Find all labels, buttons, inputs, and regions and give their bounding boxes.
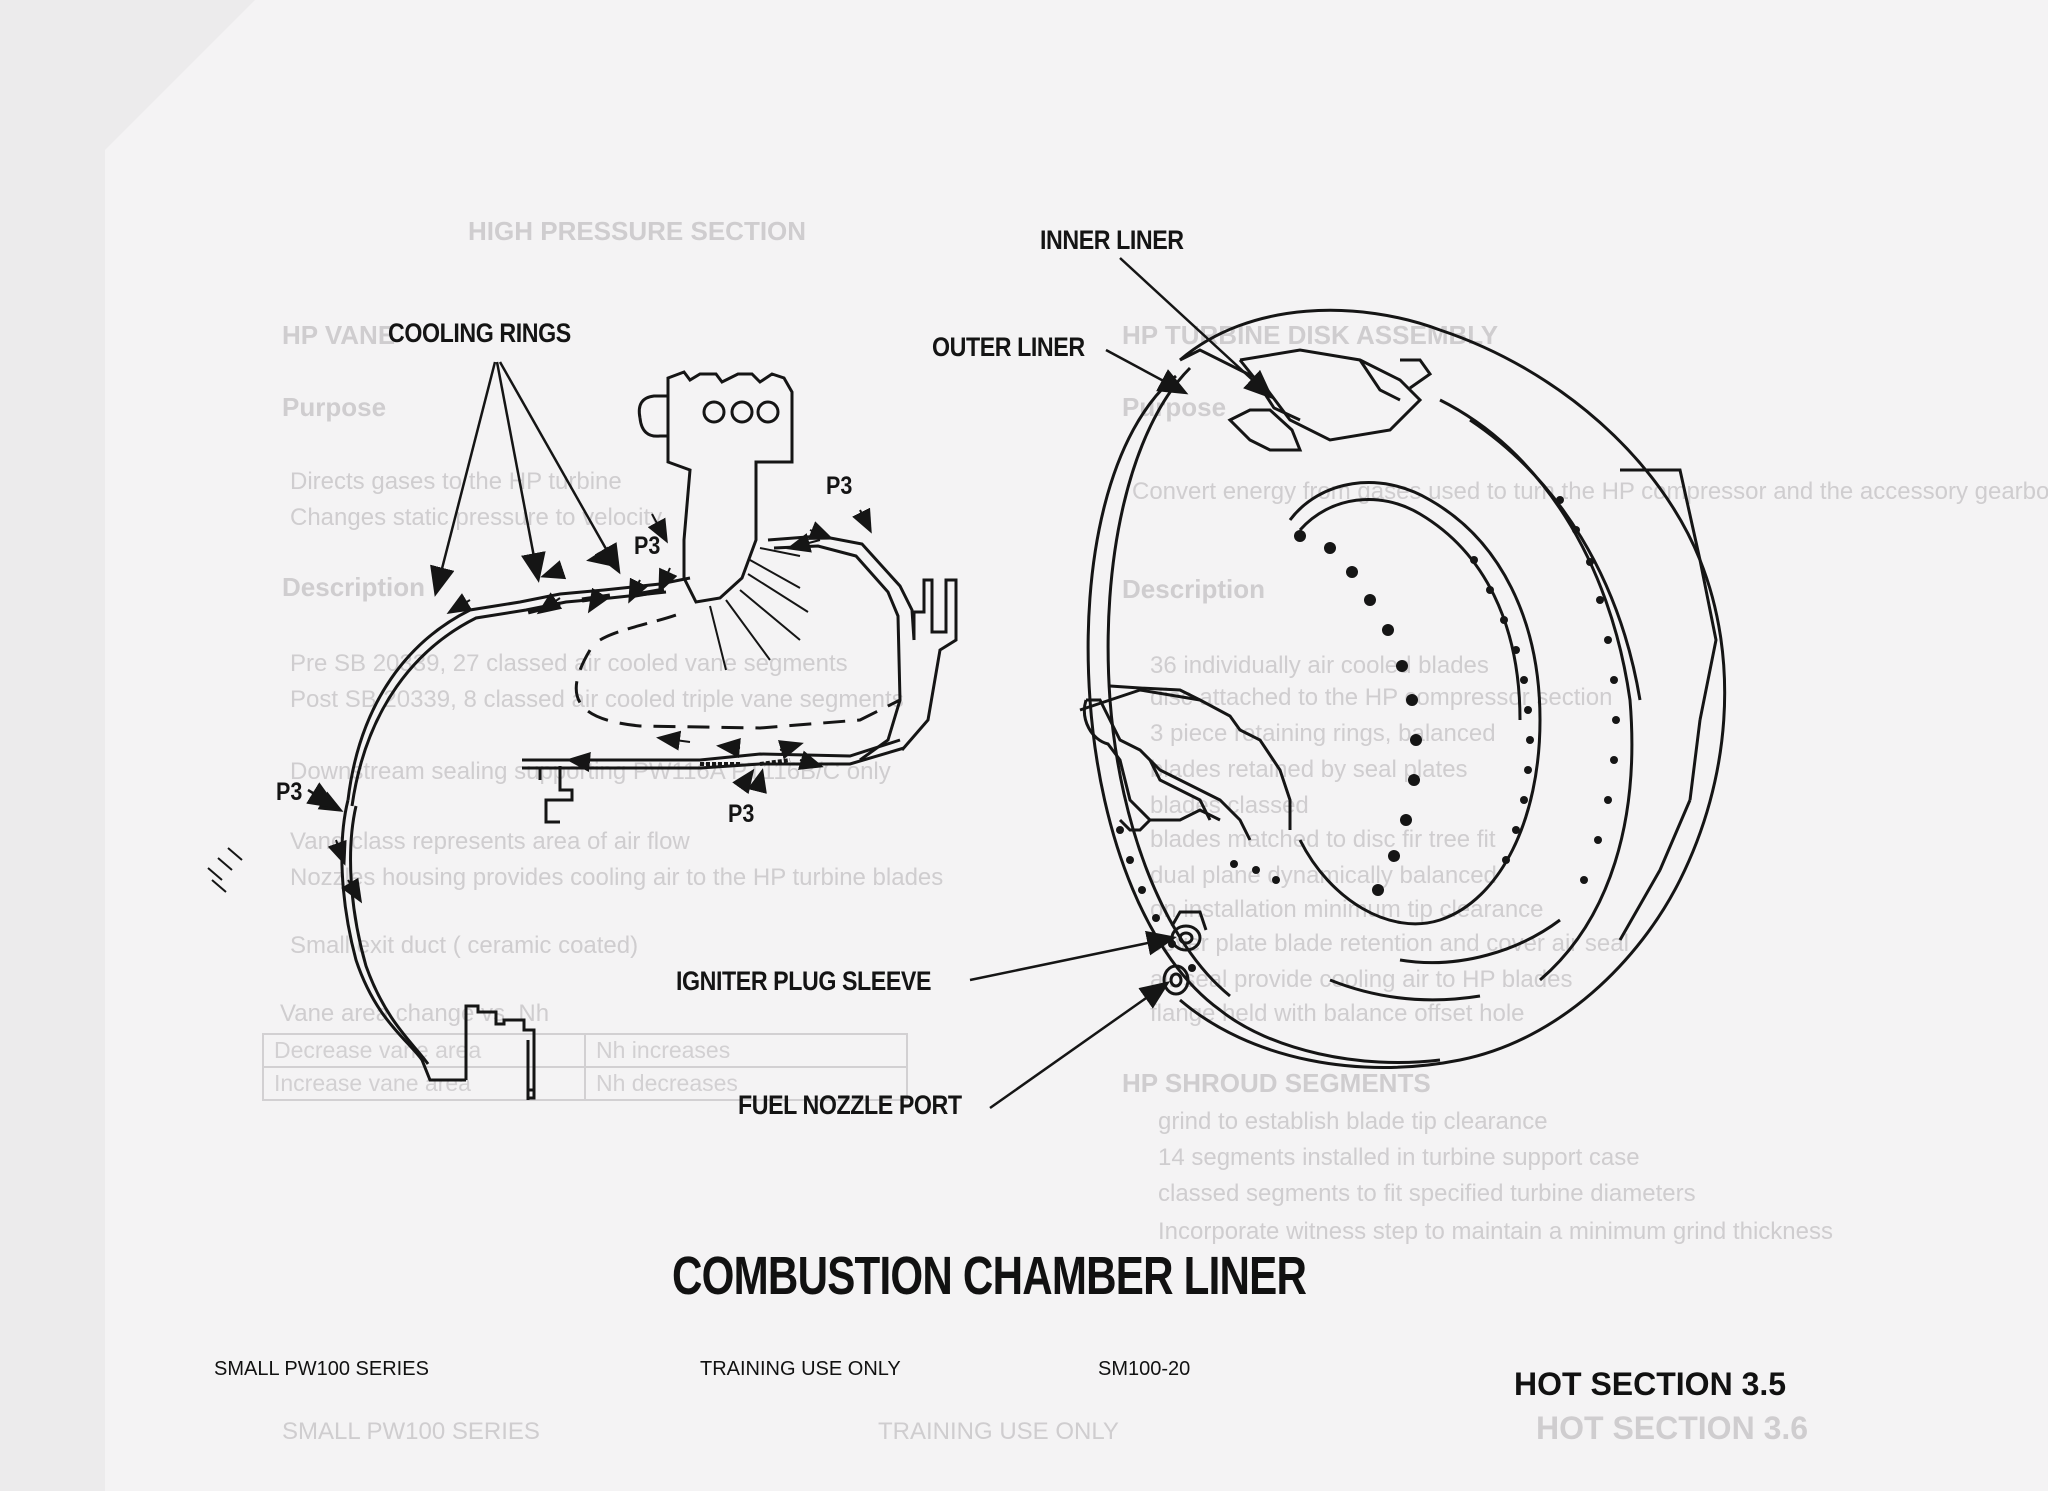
ghost-right-desc-item: 3 piece retaining rings, balanced [1150,720,1496,747]
footer-training: TRAINING USE ONLY [700,1358,901,1380]
inner-liner-label: INNER LINER [1040,225,1184,255]
cooling-rings-label: COOLING RINGS [388,318,571,348]
ghost-footer-mid: TRAINING USE ONLY [878,1418,1119,1445]
ghost-right-desc-item: cover plate blade retention and cover ai… [1150,930,1629,957]
ghost-right-heading: HP TURBINE DISK ASSEMBLY [1122,320,1499,350]
ghost-left-purpose-item: Changes static pressure to velocity [290,504,663,531]
ghost-right-desc-item: 36 individually air cooled blades [1150,652,1489,679]
ghost-left-desc-item: Nozzles housing provides cooling air to … [290,864,944,891]
ghost-right-desc-item: disc attached to the HP compressor secti… [1150,684,1613,711]
table-cell: Nh increases [584,1033,908,1068]
ghost-footer-right: HOT SECTION 3.6 [1536,1410,1809,1446]
ghost-right-desc-item: on installation minimum tip clearance [1150,896,1544,923]
cooling-rings-leaders [430,361,621,597]
table-row: Increase vane area Nh decreases [262,1066,908,1101]
ghost-shroud-item: classed segments to fit specified turbin… [1158,1180,1696,1207]
p3-label-bottom: P3 [728,800,755,828]
ghost-shroud-item: 14 segments installed in turbine support… [1158,1144,1640,1171]
ghost-left-desc-item: Small exit duct ( ceramic coated) [290,932,639,959]
igniter-plug-sleeve-shape [1170,910,1208,952]
liner-cross-section [340,370,958,1100]
table-cell: Nh decreases [584,1066,908,1101]
liner-3d-view [1079,308,1727,1069]
footer-section: HOT SECTION 3.5 [1514,1366,1787,1402]
igniter-plug-sleeve-label: IGNITER PLUG SLEEVE [676,966,932,996]
page-sheet [105,0,2048,1491]
ghost-left-desc-item: Vane class represents area of air flow [290,828,690,855]
right-leader-lines [306,257,1274,1110]
flow-arrows [317,507,872,904]
fuel-nozzle-port-shape [1162,964,1190,996]
hatch-marks [207,847,243,893]
page-title: COMBUSTION CHAMBER LINER [672,1246,1307,1306]
p3-label-top-center: P3 [634,532,661,560]
ghost-right-desc-item: blades matched to disc fir tree fit [1150,826,1496,853]
ghost-vane-table: Decrease vane area Nh increases Increase… [262,1033,908,1101]
ghost-left-heading: HP VANE [282,320,396,350]
ghost-shroud-item: grind to establish blade tip clearance [1158,1108,1548,1135]
ghost-right-desc-item: blades classed [1150,792,1309,819]
ghost-left-description: Description [282,572,426,602]
ghost-right-description: Description [1122,574,1266,604]
fuel-nozzle-port-label: FUEL NOZZLE PORT [738,1090,962,1120]
outer-liner-label: OUTER LINER [932,332,1085,362]
footer-series: SMALL PW100 SERIES [214,1358,429,1380]
ghost-section-heading: HIGH PRESSURE SECTION [468,216,807,246]
ghost-left-purpose: Purpose [282,392,387,422]
ghost-right-purpose-item: Convert energy from gases used to turn t… [1132,478,2048,505]
p3-label-top-right: P3 [826,472,853,500]
footer-doc-code: SM100-20 [1098,1358,1191,1380]
ghost-shroud-item: Incorporate witness step to maintain a m… [1158,1218,1833,1245]
table-cell: Increase vane area [262,1066,586,1101]
ghost-left-desc-item: Pre SB 20339, 27 classed air cooled vane… [290,650,848,677]
ghost-shroud-heading: HP SHROUD SEGMENTS [1122,1068,1431,1098]
ghost-footer-left: SMALL PW100 SERIES [282,1418,540,1445]
p3-label-left: P3 [276,778,303,806]
